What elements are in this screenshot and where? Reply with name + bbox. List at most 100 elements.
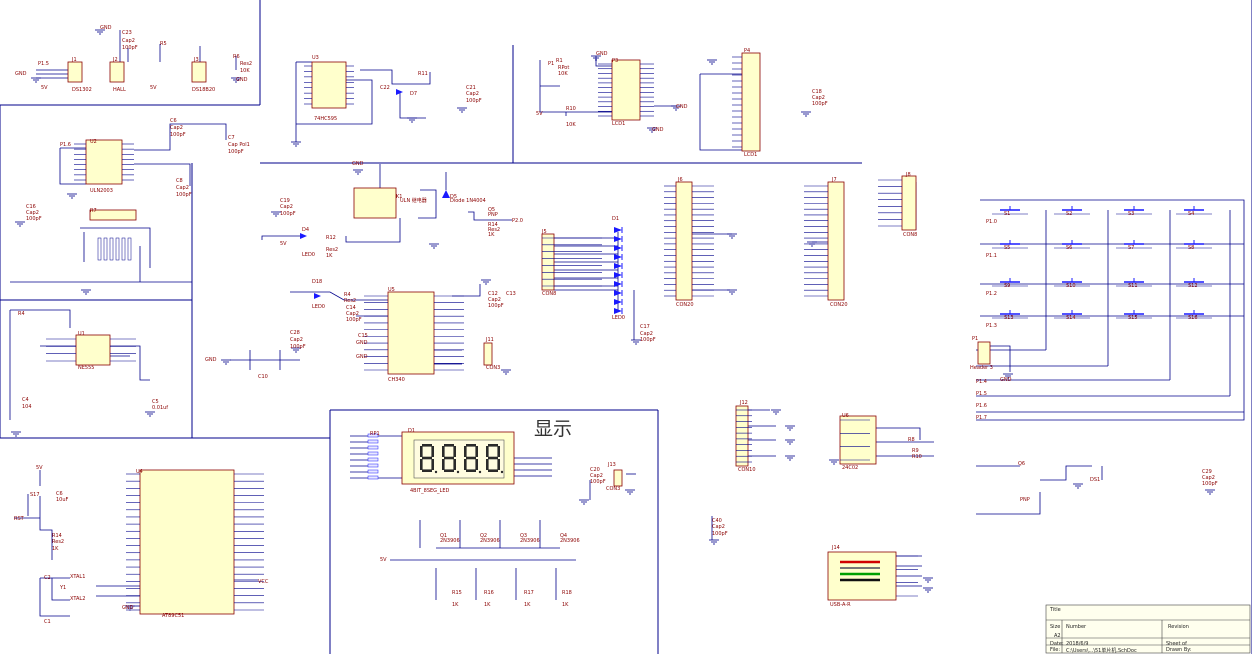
component-label: Cap Pol1 <box>228 142 250 148</box>
component-label: CON20 <box>676 302 694 308</box>
wire <box>134 163 191 186</box>
component-label: J6 <box>678 177 683 183</box>
component-label: S17 <box>30 492 40 498</box>
component-label: Cap2 <box>176 185 189 191</box>
led-symbol <box>614 254 622 260</box>
component-label: J11 <box>486 337 494 343</box>
component-label: AT89C51 <box>162 613 185 619</box>
component-label: Cap2 <box>640 331 653 337</box>
component-label: D18 <box>312 279 323 285</box>
component-label: U5 <box>388 287 395 293</box>
tb-title: Title <box>1050 607 1061 613</box>
wire <box>468 211 512 221</box>
component-label: R1 <box>556 58 563 64</box>
component-label: U3 <box>312 55 319 61</box>
wire <box>290 291 388 301</box>
tb-date: Date: <box>1050 641 1064 647</box>
component-label: GND <box>676 104 688 110</box>
led-symbol <box>614 290 622 296</box>
rp1-element <box>367 457 379 462</box>
ch340-body <box>387 291 435 375</box>
component-label: LED0 <box>612 315 625 321</box>
wire <box>10 309 71 328</box>
decimal-point <box>478 470 482 474</box>
component-label: U1 <box>78 331 85 337</box>
component-label: 100pF <box>466 98 482 104</box>
component-label: P3 <box>612 58 619 64</box>
con20-b-body <box>827 181 845 301</box>
component-label: C20 <box>590 467 600 473</box>
component-label: 100pF <box>640 337 656 343</box>
component-label: Q5 <box>488 207 496 213</box>
component-label: Cap2 <box>812 95 825 101</box>
tb-date-val: 2018/6/9 <box>1066 641 1089 647</box>
component-label: Cap2 <box>488 297 501 303</box>
segment <box>422 444 432 447</box>
component-label: C15 <box>358 333 368 339</box>
segment <box>442 459 445 470</box>
component-label: Cap2 <box>1202 475 1215 481</box>
segment <box>444 456 454 460</box>
wire <box>110 345 150 381</box>
con20-a-body <box>675 181 693 301</box>
component-label: 5V <box>380 557 387 563</box>
component-label: CON20 <box>830 302 848 308</box>
rp1-element <box>367 439 379 444</box>
component-label: Cap2 <box>170 125 183 131</box>
keypad-key-label: S2 <box>1066 211 1073 217</box>
component-label: C18 <box>812 89 822 95</box>
ground-symbols <box>11 29 1215 611</box>
component-label: J7 <box>832 177 837 183</box>
component-label: DS18B20 <box>192 87 216 93</box>
keypad-col-label: P1.5 <box>976 391 987 397</box>
component-label: GND <box>15 71 27 77</box>
wire <box>539 60 612 113</box>
lcd1-header-body <box>741 52 761 152</box>
title-block-frame <box>1045 604 1251 654</box>
keypad-row-label: P1.2 <box>986 291 997 297</box>
component-label: C12 <box>488 291 498 297</box>
led-symbol <box>614 236 622 242</box>
component-label: 2N3906 <box>560 538 580 544</box>
component-label: R12 <box>326 235 336 241</box>
wire <box>399 92 426 119</box>
component-label: 5V <box>150 85 157 91</box>
component-label: Cap2 <box>280 204 293 210</box>
component-label: R16 <box>484 590 494 596</box>
component-label: P1 <box>548 61 555 67</box>
component-label: GND <box>352 161 364 167</box>
component-label: PNP <box>1020 497 1030 503</box>
segment <box>475 459 478 470</box>
component-label: P1 <box>972 336 979 342</box>
con8-right-body <box>901 175 917 231</box>
component-label: 74HC595 <box>314 116 338 122</box>
tb-size: Size <box>1050 624 1061 630</box>
component-label: J13 <box>608 462 616 468</box>
keypad-key-label: S14 <box>1066 315 1076 321</box>
keypad-key-label: S11 <box>1128 283 1138 289</box>
component-label: R6 <box>233 54 240 60</box>
component-label: D1 <box>612 216 620 222</box>
ne555-body <box>75 334 111 366</box>
74hc595-body <box>311 61 347 109</box>
component-label: C6 <box>170 118 177 124</box>
component-pins <box>46 56 918 611</box>
component-label: 100pF <box>812 101 828 107</box>
component-label: CON3 <box>486 365 501 371</box>
uln2003-body <box>85 139 123 185</box>
component-label: D5 <box>450 194 458 200</box>
led-symbol <box>614 299 622 305</box>
lcd-connector-body <box>611 59 641 121</box>
component-label: GND <box>100 25 112 31</box>
component-label: 100pF <box>280 211 296 217</box>
component-label: C7 <box>228 135 235 141</box>
component-label: D4 <box>302 227 310 233</box>
keypad-matrix <box>992 206 1212 319</box>
component-label: Cap2 <box>346 311 359 317</box>
wire <box>296 79 373 125</box>
segment <box>488 469 498 472</box>
component-label: CON10 <box>738 467 756 473</box>
component-label: C10 <box>258 374 268 380</box>
keypad-key-label: S6 <box>1066 245 1073 251</box>
component-label: CH340 <box>388 377 405 383</box>
